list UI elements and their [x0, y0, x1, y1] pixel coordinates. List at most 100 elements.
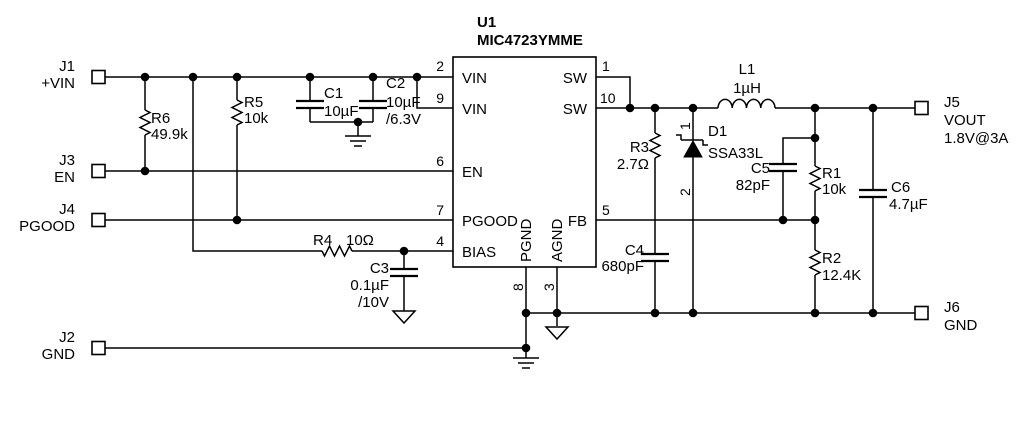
ic-part-number: MIC4723YMME — [477, 32, 583, 49]
component-rating-c3: /10V — [358, 294, 389, 311]
component-ref-c2: C2 — [386, 75, 405, 92]
capacitor-c3: C3 0.1µF /10V — [350, 251, 418, 325]
connector-net-j4: PGOOD — [19, 218, 75, 235]
resistor-r5: R5 10k — [230, 94, 269, 127]
component-value-c4: 680pF — [601, 258, 644, 275]
connector-net-j5: VOUT — [944, 112, 986, 129]
capacitor-c6: C6 4.7µF — [859, 108, 928, 313]
component-part-d1: SSA33L — [708, 145, 763, 162]
connector-pad — [914, 305, 929, 321]
connector-j1: J1 +VIN — [41, 58, 106, 92]
connector-j6: J6 GND — [914, 299, 978, 334]
component-value-r2: 12.4K — [822, 267, 861, 284]
component-ref-d1: D1 — [708, 123, 727, 140]
resistor-r4: R4 10Ω — [313, 232, 374, 258]
component-rating-c2: /6.3V — [386, 111, 421, 128]
pin-number-6: 6 — [436, 153, 444, 169]
triangle-ground-icon — [391, 310, 417, 325]
component-value-l1: 1µH — [733, 80, 761, 97]
component-ref-c5: C5 — [751, 160, 770, 177]
pin-name-pgood: PGOOD — [462, 213, 518, 230]
pin-name-en: EN — [462, 164, 483, 181]
component-value-r6: 49.9k — [151, 126, 188, 143]
component-value-c6: 4.7µF — [889, 196, 928, 213]
connector-pad — [91, 340, 106, 356]
pin-name-bias: BIAS — [462, 244, 496, 261]
ic-ref: U1 — [477, 14, 496, 31]
connector-pad — [914, 100, 929, 116]
connector-ref-j1: J1 — [59, 58, 75, 75]
connector-ref-j6: J6 — [944, 299, 960, 316]
capacitor-c4: C4 680pF — [601, 242, 669, 313]
diode-anode-triangle — [683, 139, 703, 158]
component-value-r3: 2.7Ω — [617, 156, 649, 173]
pin-number-10: 10 — [600, 90, 616, 106]
pin-name-vin-2: VIN — [462, 101, 487, 118]
ic-body — [452, 56, 597, 268]
connector-ref-j3: J3 — [59, 152, 75, 169]
component-ref-l1: L1 — [739, 61, 756, 78]
pin-name-sw-1: SW — [563, 70, 588, 87]
capacitor-c5: C5 82pF — [736, 137, 815, 220]
component-value-c3: 0.1µF — [350, 277, 389, 294]
component-value-c1: 10µF — [324, 103, 359, 120]
connector-net-j3: EN — [54, 169, 75, 186]
earth-ground-icon — [345, 135, 371, 147]
connector-net-j2: GND — [42, 346, 76, 363]
pin-name-fb: FB — [568, 213, 587, 230]
connector-ref-j4: J4 — [59, 201, 75, 218]
connector-pad — [91, 212, 106, 228]
resistor-r6: R6 49.9k — [138, 109, 188, 143]
component-ref-r2: R2 — [822, 250, 841, 267]
diode-d1: D1 SSA33L 1 2 — [676, 108, 763, 313]
pin-number-4: 4 — [436, 233, 444, 249]
earth-ground-icon — [513, 357, 539, 369]
component-value-c5: 82pF — [736, 177, 770, 194]
pin-number-2: 2 — [436, 58, 444, 74]
diode-pin-1: 1 — [677, 122, 693, 130]
net-gnd-wires — [105, 267, 915, 349]
component-ref-r3: R3 — [630, 139, 649, 156]
resistor-r2: R2 12.4K — [808, 220, 861, 313]
pin-number-9: 9 — [436, 90, 444, 106]
pin-name-agnd: AGND — [549, 218, 566, 262]
connector-j2: J2 GND — [42, 329, 106, 363]
connector-j3: J3 EN — [54, 152, 106, 186]
connector-rating-j5: 1.8V@3A — [944, 130, 1008, 147]
connector-j5: J5 VOUT 1.8V@3A — [914, 94, 1008, 147]
resistor-r3: R3 2.7Ω — [617, 108, 662, 254]
pin-number-8: 8 — [510, 283, 526, 291]
ic-u1: U1 MIC4723YMME 2 9 6 7 4 VIN VIN EN PGOO… — [436, 14, 616, 291]
pin-name-pgnd: PGND — [518, 218, 535, 262]
net-vin-wires — [105, 76, 453, 252]
pin-number-3: 3 — [541, 283, 557, 291]
component-ref-c6: C6 — [891, 179, 910, 196]
pin-name-vin-1: VIN — [462, 70, 487, 87]
connector-j4: J4 PGOOD — [19, 201, 106, 235]
component-ref-c1: C1 — [324, 85, 343, 102]
connector-pad — [91, 163, 106, 179]
component-ref-r6: R6 — [151, 110, 170, 127]
schottky-cathode-bar — [676, 134, 708, 146]
diode-pin-2: 2 — [677, 188, 693, 196]
connector-ref-j5: J5 — [944, 94, 960, 111]
component-value-r1: 10k — [822, 181, 847, 198]
component-ref-r4: R4 — [313, 232, 332, 249]
pin-number-1: 1 — [602, 58, 610, 74]
capacitor-c2: C2 10µF /6.3V — [359, 75, 421, 128]
resistor-r1: R1 10k — [808, 108, 847, 220]
component-ref-r1: R1 — [822, 165, 841, 182]
junction-dots — [140, 72, 878, 353]
component-ref-c3: C3 — [370, 260, 389, 277]
connector-net-j6: GND — [944, 317, 978, 334]
connector-net-j1: +VIN — [41, 75, 75, 92]
component-ref-c4: C4 — [625, 242, 644, 259]
triangle-ground-icon — [544, 326, 570, 341]
component-ref-r5: R5 — [244, 94, 263, 111]
capacitor-c1c2-ground — [310, 121, 373, 147]
pin-number-7: 7 — [436, 202, 444, 218]
connector-ref-j2: J2 — [59, 329, 75, 346]
connector-pad — [91, 69, 106, 85]
